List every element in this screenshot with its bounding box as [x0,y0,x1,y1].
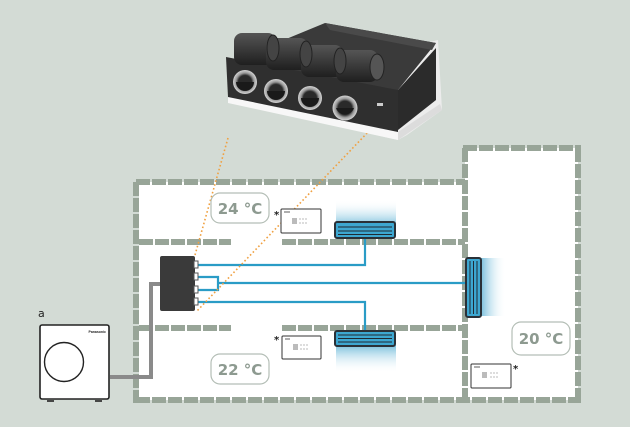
controller-asterisk: * [274,335,280,346]
brand-logo: Panasonic [88,330,106,334]
airflow-zone-3 [480,258,506,316]
zone-2-temperature: 22 °C [210,353,270,385]
ducted-unit-icon [226,23,442,140]
fan-grille-icon [43,341,85,383]
zone-3-temperature-text: 20 °C [519,330,564,348]
duct-to-zone-3 [197,275,466,292]
air-outlets [233,70,358,121]
outdoor-unit: a Panasonic [38,307,110,402]
port-3 [193,285,199,294]
grille-zone-1 [334,221,396,239]
airflow-zone-2 [336,345,396,373]
remote-controller-icon [280,208,322,234]
leader-lines [194,129,371,313]
outdoor-refrigerant-pipe [110,282,163,379]
distribution-box-icon [160,256,195,311]
zone-3-controller: * [470,363,519,389]
zone-3-temperature: 20 °C [511,321,571,356]
distribution-box [160,256,199,311]
port-4 [193,297,199,306]
zone-1-temperature-text: 24 °C [218,200,263,218]
duct-to-zone-1 [197,236,367,267]
zone-1-controller: * [274,208,322,234]
outdoor-unit-icon [39,324,110,400]
port-1 [193,260,199,269]
duct-to-zone-2 [197,300,367,333]
controller-asterisk: * [513,364,519,375]
grille-zone-2 [334,330,396,347]
leader-line-left [194,137,229,256]
controller-asterisk: * [274,210,280,221]
duct-pipes [197,236,466,333]
remote-controller-icon [470,363,512,389]
zone-2-controller: * [274,335,322,360]
zone-1-temperature: 24 °C [210,192,270,224]
remote-controller-icon [281,335,322,360]
blower-fans [234,33,385,82]
outdoor-unit-label: a [38,307,45,320]
grille-zone-3 [465,257,482,318]
port-2 [193,272,199,281]
zone-2-temperature-text: 22 °C [218,361,263,379]
